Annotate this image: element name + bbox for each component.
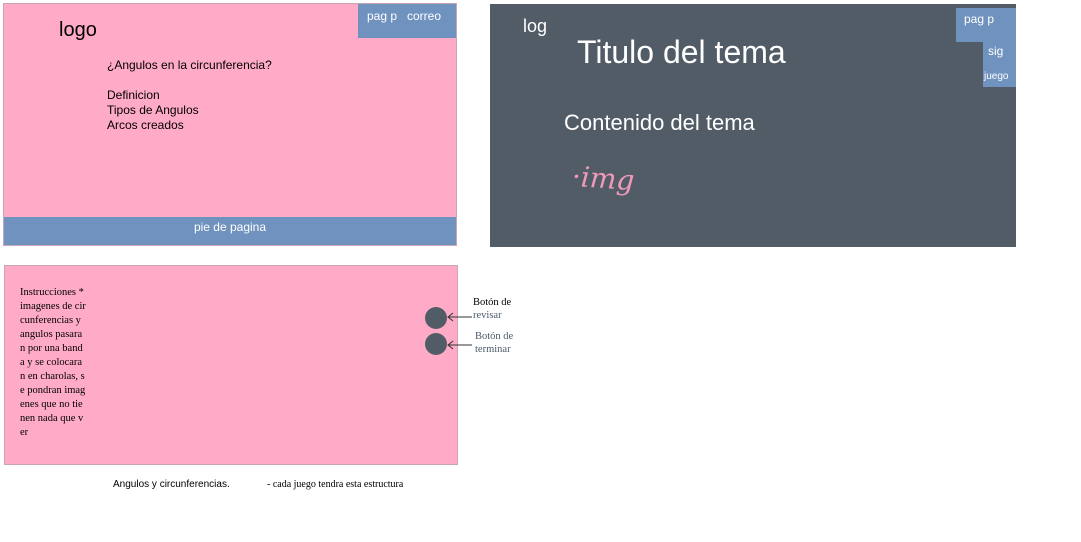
- terminar-button[interactable]: [425, 333, 447, 355]
- annotation-revisar: Botón de revisar: [473, 296, 511, 322]
- annotation-terminar-line1: Botón de: [475, 331, 514, 342]
- image-placeholder: ·img: [570, 159, 636, 198]
- revisar-button[interactable]: [425, 307, 447, 329]
- caption-title: Angulos y circunferencias.: [113, 479, 230, 490]
- game-instructions: Instrucciones *imagenes de circunferenci…: [20, 287, 86, 438]
- nav-pag-p-link[interactable]: pag p: [964, 12, 995, 26]
- topic-content: Contenido del tema: [564, 110, 755, 135]
- topic-title: Titulo del tema: [577, 34, 786, 70]
- menu-item-tipos-de-angulos[interactable]: Tipos de Angulos: [107, 103, 199, 117]
- nav-correo-link[interactable]: correo: [407, 9, 442, 23]
- game-page-mockup: Instrucciones *imagenes de circunferenci…: [4, 265, 458, 465]
- page-footer: pie de pagina: [4, 217, 456, 245]
- annotation-revisar-line1: Botón de: [473, 297, 512, 308]
- menu-item-definicion[interactable]: Definicion: [107, 88, 160, 102]
- topic-menu: Definicion Tipos de Angulos Arcos creado…: [107, 88, 199, 133]
- nav-juego-button[interactable]: juego: [984, 71, 1009, 82]
- nav-box-top: [956, 8, 1016, 42]
- top-nav: pag p correo: [358, 4, 456, 38]
- menu-item-arcos-creados[interactable]: Arcos creados: [107, 118, 184, 132]
- annotation-revisar-line2: revisar: [473, 310, 502, 321]
- arrow-to-terminar: [447, 340, 472, 350]
- logo: logo: [59, 19, 97, 41]
- caption-note: - cada juego tendra esta estructura: [267, 479, 404, 490]
- annotation-terminar-line2: terminar: [475, 344, 511, 355]
- annotation-arrows: [447, 312, 472, 350]
- nav-sig-button[interactable]: sig: [988, 44, 1004, 58]
- nav-pag-p-link[interactable]: pag p: [367, 9, 398, 23]
- arrow-to-revisar: [447, 312, 472, 322]
- logo: log: [523, 16, 548, 36]
- topic-page-mockup: log Titulo del tema Contenido del tema ·…: [490, 4, 1016, 247]
- main-page-mockup: logo pag p correo ¿Angulos en la circunf…: [3, 3, 457, 246]
- annotation-terminar: Botón de terminar: [475, 330, 513, 356]
- topic-question: ¿Angulos en la circunferencia?: [107, 58, 272, 72]
- nav-box-side: [983, 38, 1016, 87]
